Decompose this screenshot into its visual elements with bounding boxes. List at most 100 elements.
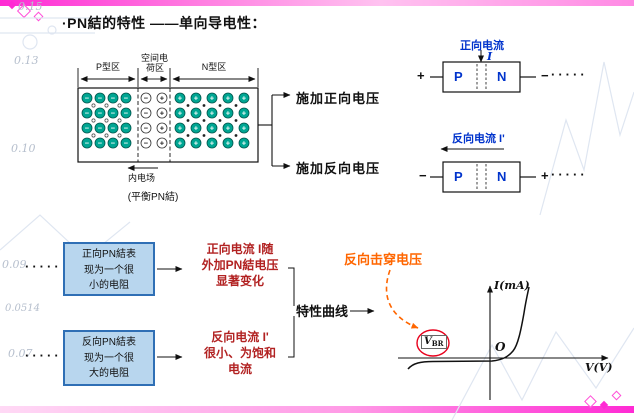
forward-voltage-label: 施加正向电压: [296, 91, 381, 106]
region-label-space-line2: 荷区: [146, 63, 165, 73]
forward-box-line: 正向PN結表: [82, 249, 136, 260]
breakdown-pointer-arrow: [385, 269, 419, 329]
ion-circles: −−−−−−−−−−−−−−−−−+−+−+−+++++++++++++++++…: [81, 92, 250, 149]
svg-text:+: +: [178, 139, 183, 148]
forward-box-line: 现为一个很: [84, 264, 134, 276]
forward-box-line: 小的电阻: [89, 280, 129, 291]
forward-n-label: N: [497, 69, 507, 84]
svg-text:−: −: [124, 139, 129, 148]
junction-measure-arrows: [77, 68, 259, 87]
forward-current-label: 正向电流: [460, 40, 504, 52]
svg-text:−: −: [111, 94, 116, 103]
reverse-conclusion-box: 反向PN結表 现为一个很 大的电阻: [63, 330, 155, 386]
svg-text:−: −: [144, 109, 149, 118]
svg-text:−: −: [98, 139, 103, 148]
forward-plus-terminal: +: [417, 68, 425, 83]
forward-conclusion-box: 正向PN結表 现为一个很 小的电阻: [63, 242, 155, 296]
vbr-subscript: BR: [431, 339, 444, 348]
svg-text:+: +: [160, 94, 165, 103]
characteristic-curve-label: 特性曲线: [296, 304, 349, 319]
svg-text:+: +: [242, 94, 247, 103]
svg-text:+: +: [210, 94, 215, 103]
forward-current-symbol: I: [487, 50, 493, 63]
breakdown-voltage-value: VBR: [421, 335, 447, 349]
vbr-base: V: [424, 336, 432, 347]
svg-text:+: +: [242, 124, 247, 133]
svg-text:+: +: [194, 109, 199, 118]
svg-text:−: −: [85, 124, 90, 133]
svg-text:−: −: [98, 124, 103, 133]
svg-text:+: +: [242, 139, 247, 148]
forward-note-line: 显著变化: [215, 274, 264, 289]
svg-text:−: −: [111, 109, 116, 118]
svg-text:+: +: [226, 124, 231, 133]
svg-text:+: +: [160, 109, 165, 118]
reverse-note: 反向电流 I' 很小、为饱和 电流: [184, 329, 296, 378]
reverse-circuit-diagram: [430, 146, 536, 193]
breakdown-voltage-label: 反向击穿电压: [344, 252, 423, 267]
forward-p-label: P: [454, 69, 463, 84]
svg-text:+: +: [194, 139, 199, 148]
pn-junction-diagram: −−−−−−−−−−−−−−−−−+−+−+−+++++++++++++++++…: [77, 87, 259, 171]
svg-text:+: +: [178, 94, 183, 103]
forward-note-line: 外加PN結电压: [201, 258, 279, 273]
forward-note: 正向电流 I随 外加PN結电压 显著变化: [184, 241, 296, 290]
svg-text:−: −: [144, 124, 149, 133]
leader-dots: ·····: [25, 348, 62, 363]
svg-text:+: +: [242, 109, 247, 118]
reverse-voltage-label: 施加反向电压: [296, 161, 381, 176]
svg-text:+: +: [210, 139, 215, 148]
svg-text:−: −: [124, 109, 129, 118]
background-number: 0.0514: [5, 303, 40, 314]
internal-field-label: 内电场: [128, 173, 156, 183]
svg-text:+: +: [194, 94, 199, 103]
region-label-n: N型区: [201, 62, 227, 72]
svg-text:−: −: [85, 94, 90, 103]
reverse-n-label: N: [497, 169, 507, 184]
background-number: 0.13: [14, 54, 39, 67]
breakdown-highlight-ellipse: [416, 329, 450, 357]
svg-text:+: +: [210, 124, 215, 133]
reverse-p-label: P: [454, 169, 463, 184]
y-axis-label: I(mA): [494, 279, 530, 292]
reverse-box-line: 大的电阻: [89, 368, 129, 379]
forward-minus-terminal: −: [541, 68, 549, 83]
background-number: 0.10: [11, 142, 36, 155]
forward-circuit-diagram: [430, 50, 536, 93]
svg-text:−: −: [144, 94, 149, 103]
background-number: 0.09: [2, 258, 27, 271]
svg-text:+: +: [226, 94, 231, 103]
svg-text:−: −: [98, 94, 103, 103]
branch-bracket: [258, 92, 291, 169]
page-title: ·PN結的特性 ——单向导电性：: [62, 15, 266, 31]
svg-text:+: +: [178, 109, 183, 118]
reverse-current-label: 反向电流 I': [452, 133, 505, 145]
iv-curve-graph: [398, 285, 609, 400]
svg-text:−: −: [144, 139, 149, 148]
iv-curve: [407, 286, 530, 370]
background-zigzag: [0, 17, 634, 420]
svg-text:+: +: [226, 109, 231, 118]
svg-text:−: −: [98, 109, 103, 118]
reverse-box-line: 现为一个很: [84, 352, 134, 364]
svg-text:+: +: [178, 124, 183, 133]
svg-text:−: −: [124, 94, 129, 103]
svg-text:−: −: [85, 109, 90, 118]
leader-dots: ·····: [25, 259, 62, 274]
reverse-minus-terminal: −: [419, 168, 427, 183]
svg-text:−: −: [111, 124, 116, 133]
top-accent-bar: [0, 0, 634, 6]
svg-text:−: −: [85, 139, 90, 148]
bottom-accent-bar: [0, 406, 634, 413]
reverse-box-line: 反向PN結表: [82, 337, 136, 348]
origin-label: O: [495, 340, 506, 354]
junction-caption: (平衡PN結): [127, 192, 179, 203]
reverse-note-line: 反向电流 I': [211, 330, 269, 344]
background-number: 0.07: [8, 347, 33, 360]
continuation-dots: ·····: [551, 167, 588, 182]
svg-text:+: +: [210, 109, 215, 118]
converge-lines: [288, 267, 375, 358]
svg-text:−: −: [111, 139, 116, 148]
